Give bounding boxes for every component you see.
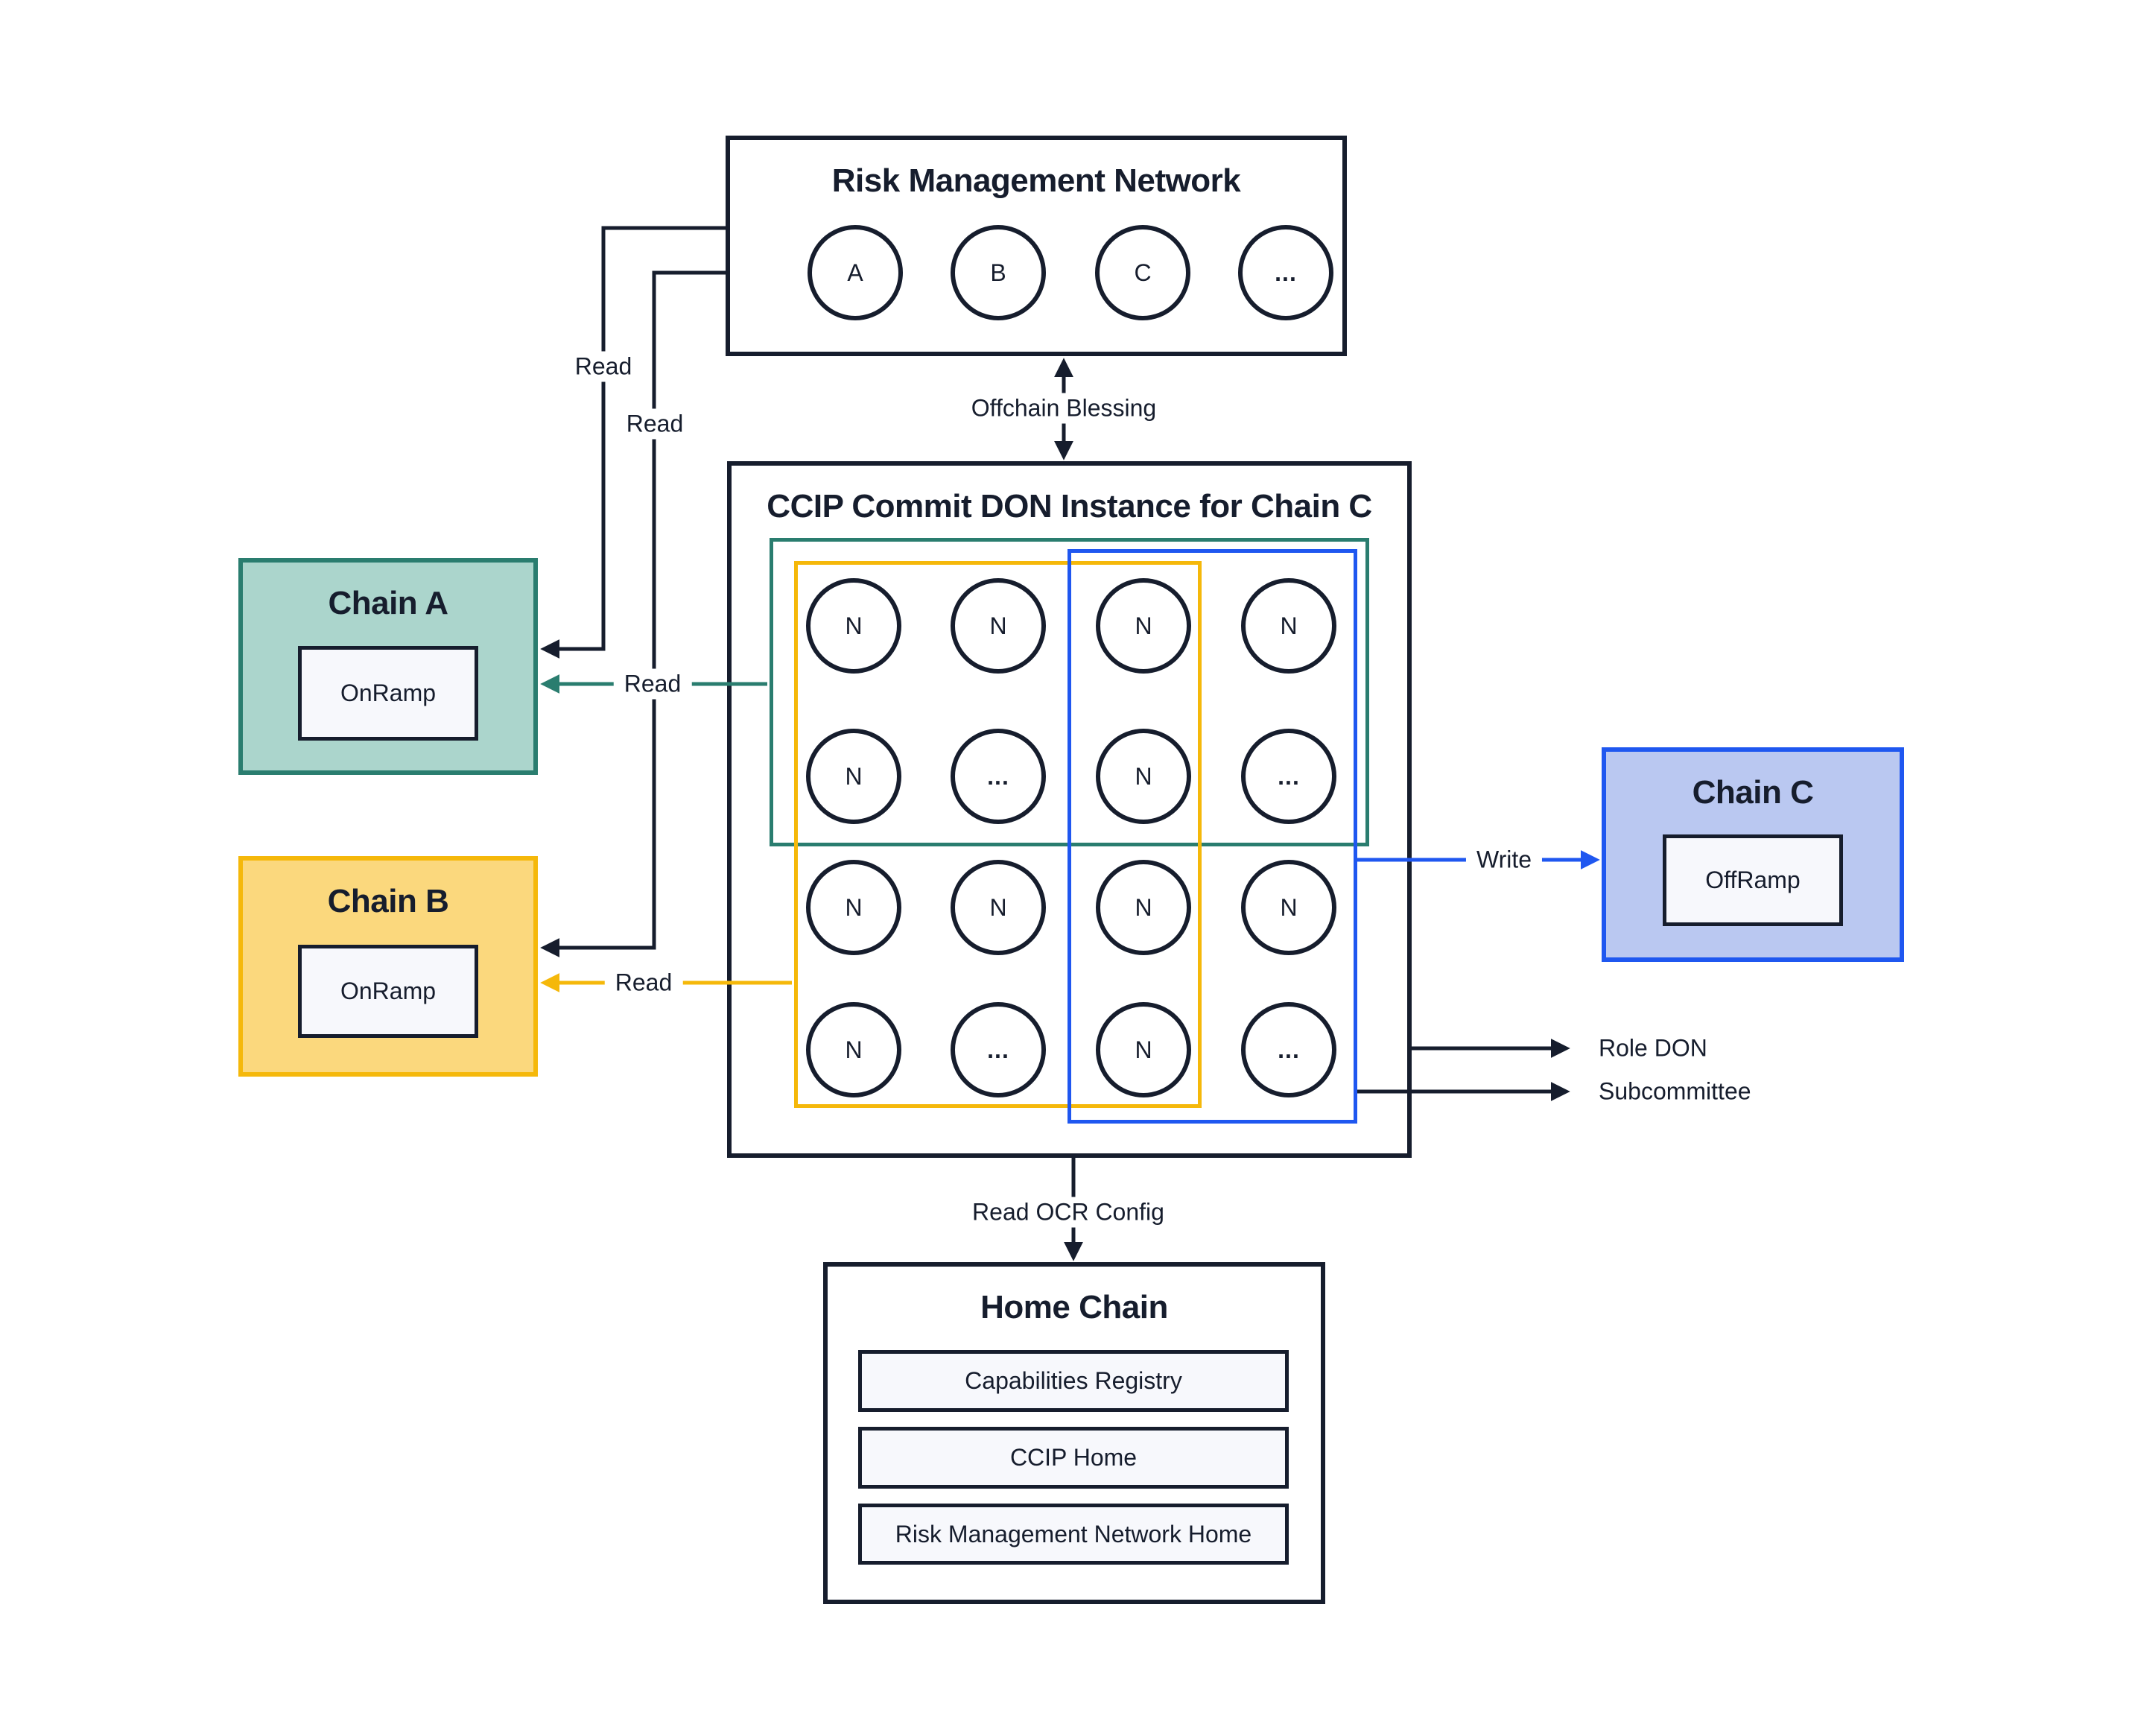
don-node-circle: ... — [951, 729, 1046, 824]
chain-c-offramp-box: OffRamp — [1663, 834, 1843, 926]
read-don-chain-b-label: Read — [604, 967, 683, 998]
don-node-circle: N — [806, 578, 901, 674]
chain-c-title: Chain C — [1692, 774, 1814, 811]
risk-management-network-home-label: Risk Management Network Home — [895, 1520, 1252, 1547]
rmn-node-label: ... — [1275, 259, 1297, 286]
read-don-chain-a-label: Read — [613, 668, 692, 700]
don-node-label: N — [845, 612, 863, 639]
don-node-label: N — [845, 762, 863, 790]
don-node-label: ... — [1278, 762, 1300, 790]
don-node-circle: N — [806, 729, 901, 824]
don-node-circle: ... — [951, 1002, 1046, 1097]
risk-management-network-title: Risk Management Network — [831, 162, 1241, 199]
don-node-label: N — [1135, 893, 1152, 921]
rmn-node-circle: A — [808, 225, 903, 320]
ccip-commit-don-box: CCIP Commit DON Instance for Chain C N N… — [727, 461, 1412, 1158]
don-node-label: N — [989, 893, 1007, 921]
don-node-circle: N — [806, 1002, 901, 1097]
don-node-circle: N — [806, 860, 901, 955]
write-label: Write — [1465, 844, 1543, 875]
ccip-home-box: CCIP Home — [858, 1427, 1289, 1489]
don-node-label: N — [1135, 1036, 1152, 1063]
chain-b-onramp-box: OnRamp — [298, 945, 478, 1038]
don-node-circle: N — [951, 860, 1046, 955]
chain-b-box: Chain B OnRamp — [238, 856, 538, 1077]
rmn-node-circle: B — [951, 225, 1046, 320]
ccip-home-label: CCIP Home — [1009, 1444, 1138, 1471]
don-node-circle: N — [951, 578, 1046, 674]
don-node-label: N — [845, 1036, 863, 1063]
risk-management-network-box: Risk Management Network A B C ... — [726, 136, 1347, 356]
risk-management-network-home-box: Risk Management Network Home — [858, 1504, 1289, 1565]
don-node-label: N — [1280, 612, 1298, 639]
don-node-label: N — [1280, 893, 1298, 921]
don-node-circle: N — [1096, 1002, 1191, 1097]
don-node-label: ... — [987, 762, 1009, 790]
chain-a-box: Chain A OnRamp — [238, 558, 538, 775]
home-chain-box: Home Chain Capabilities Registry CCIP Ho… — [823, 1262, 1325, 1604]
don-node-circle: ... — [1241, 1002, 1336, 1097]
don-node-circle: N — [1241, 578, 1336, 674]
don-node-label: ... — [1278, 1036, 1300, 1063]
rmn-node-circle: ... — [1238, 225, 1333, 320]
chain-a-onramp-box: OnRamp — [298, 646, 478, 741]
don-node-label: ... — [987, 1036, 1009, 1063]
don-node-circle: ... — [1241, 729, 1336, 824]
chain-b-title: Chain B — [327, 883, 449, 919]
offchain-blessing-label: Offchain Blessing — [960, 393, 1167, 424]
don-node-label: N — [845, 893, 863, 921]
home-chain-title: Home Chain — [980, 1289, 1168, 1325]
don-node-circle: N — [1096, 860, 1191, 955]
chain-a-onramp-label: OnRamp — [340, 679, 437, 706]
don-node-label: N — [989, 612, 1007, 639]
blue-subset-rect — [1068, 549, 1357, 1124]
don-node-circle: N — [1241, 860, 1336, 955]
don-node-circle: N — [1096, 578, 1191, 674]
chain-b-onramp-label: OnRamp — [340, 978, 437, 1004]
read-rmn-chain-b-label: Read — [615, 408, 694, 440]
read-rmn-chain-a-label: Read — [564, 351, 643, 382]
chain-c-offramp-label: OffRamp — [1705, 867, 1801, 893]
chain-c-box: Chain C OffRamp — [1602, 747, 1904, 962]
don-node-label: N — [1135, 762, 1152, 790]
capabilities-registry-label: Capabilities Registry — [965, 1367, 1182, 1394]
subcommittee-label: Subcommittee — [1599, 1076, 1751, 1107]
yellow-subset-rect — [794, 561, 1202, 1108]
rmn-node-label: C — [1134, 259, 1152, 286]
rmn-node-label: A — [847, 259, 863, 286]
ccip-commit-don-title: CCIP Commit DON Instance for Chain C — [767, 488, 1372, 525]
don-node-circle: N — [1096, 729, 1191, 824]
chain-a-title: Chain A — [328, 585, 448, 621]
capabilities-registry-box: Capabilities Registry — [858, 1350, 1289, 1412]
rmn-node-label: B — [990, 259, 1006, 286]
don-node-label: N — [1135, 612, 1152, 639]
rmn-node-circle: C — [1095, 225, 1190, 320]
role-don-label: Role DON — [1599, 1033, 1707, 1064]
read-ocr-config-label: Read OCR Config — [962, 1197, 1175, 1228]
